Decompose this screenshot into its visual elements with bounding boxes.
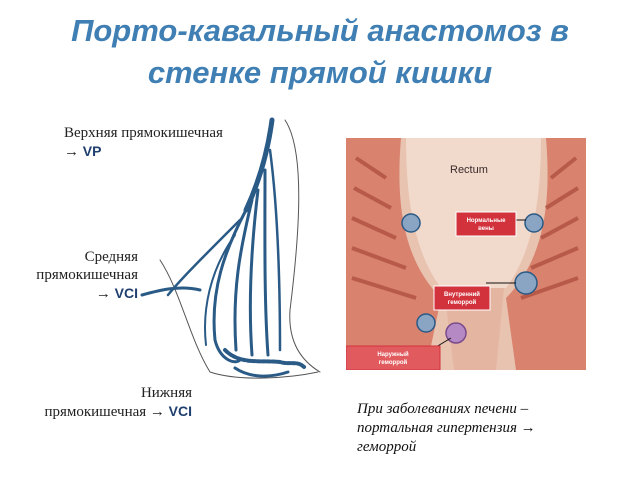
hemorrhoids-anatomy-illustration: Rectum Нормальные вены Внутренний геморр… — [346, 138, 586, 370]
title-line-1: Порто-кавальный анастомоз в — [71, 13, 569, 48]
vein-cluster — [514, 271, 538, 295]
note-line-2: портальная гипертензия → — [357, 420, 536, 436]
right-rectal-wall-stripes — [520, 156, 580, 300]
internal-hemorrhoid-label-1: Внутренний — [444, 291, 480, 298]
vein-branch — [212, 208, 248, 364]
lower-rectal-vein-label: Нижняя прямокишечная → VCI — [34, 384, 192, 421]
vein-branch — [268, 148, 282, 352]
vein-branch — [248, 188, 260, 357]
page-title: Порто-кавальный анастомоз в стенке прямо… — [0, 10, 640, 94]
rectal-wall-outline — [284, 119, 321, 373]
internal-hemorrhoid-label-2: геморрой — [448, 299, 477, 306]
upper-label-text: Верхняя прямокишечная — [64, 125, 223, 141]
lower-label-abbr: VCI — [168, 403, 192, 419]
middle-rectal-vein — [140, 286, 202, 297]
external-hemorrhoid-label-1: Наружный — [377, 351, 409, 358]
vein-cluster — [416, 313, 436, 333]
vein-cluster — [524, 213, 544, 233]
internal-hemorrhoid-box — [433, 285, 491, 311]
superior-rectal-vein — [243, 117, 275, 213]
middle-label-line-1: Средняя — [84, 249, 138, 265]
vein-branch — [166, 218, 242, 297]
external-hemorrhoid-label-2: геморрой — [379, 359, 408, 366]
lower-label-line-1: Нижняя — [140, 385, 192, 401]
middle-label-abbr: VCI — [114, 285, 138, 301]
rectal-veins-illustration — [140, 117, 321, 379]
middle-rectal-vein-label: Средняя прямокишечная → VCI — [30, 248, 138, 303]
normal-veins-label-2: вены — [478, 226, 494, 232]
normal-veins-box — [455, 211, 517, 237]
left-rectal-wall-stripes — [351, 156, 417, 300]
clinical-note: При заболеваниях печени – портальная гип… — [357, 400, 627, 457]
vein-cluster — [401, 213, 421, 233]
rectal-wall-inner-outline — [159, 259, 319, 379]
vein-branch — [263, 168, 270, 357]
inferior-rectal-vein — [233, 366, 290, 378]
upper-rectal-vein-label: Верхняя прямокишечная → VP — [64, 124, 223, 161]
middle-label-line-2: прямокишечная — [36, 267, 138, 283]
upper-label-arrow: → — [64, 144, 79, 160]
middle-label-arrow: → — [95, 286, 111, 302]
external-hemorrhoid — [445, 322, 467, 344]
external-hemorrhoid-box — [346, 345, 441, 370]
vein-branch — [204, 234, 236, 346]
vein-branch — [233, 198, 254, 352]
note-line-3: геморрой — [357, 439, 417, 455]
rectal-venous-plexus — [223, 348, 307, 370]
note-line-1: При заболеваниях печени – — [357, 401, 529, 417]
normal-veins-label-1: Нормальные — [467, 218, 507, 224]
upper-label-abbr: VP — [82, 143, 102, 159]
title-line-2: стенке прямой кишки — [147, 55, 493, 90]
lower-label-line-2: прямокишечная → — [44, 404, 165, 420]
rectum-label: Rectum — [450, 164, 488, 176]
